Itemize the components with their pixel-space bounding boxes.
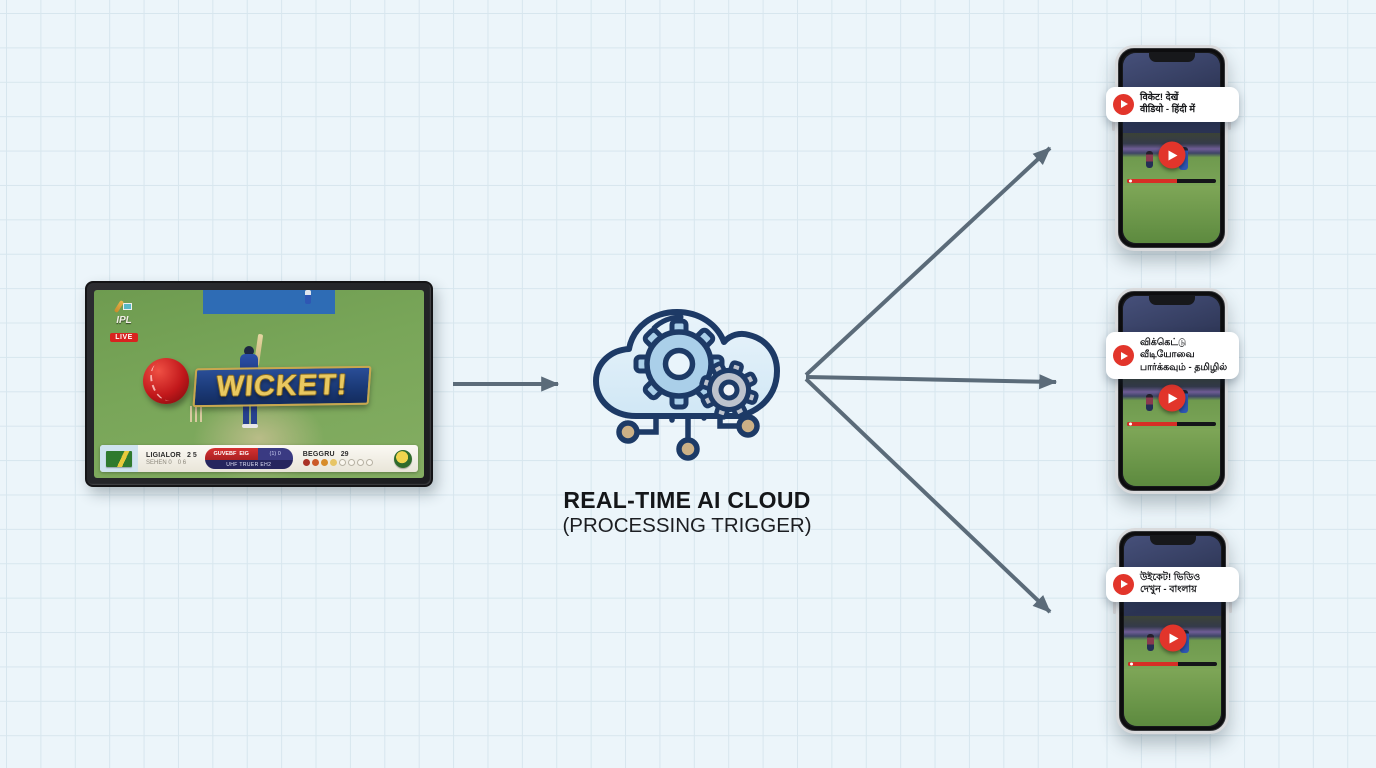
phone-screen-bottom (1123, 429, 1220, 486)
pill-red-right: EIG (239, 451, 249, 457)
video-play-icon (1159, 624, 1187, 652)
play-icon (1113, 573, 1134, 595)
notification-text: विकेट! देखें वीडियो - हिंदी में (1140, 92, 1196, 116)
match-status-pill: GUVEBF EIG (1) 0 UHF TRUER EH2 (204, 448, 293, 469)
player-figure (1146, 151, 1154, 169)
team1-score: 2 5 (187, 451, 197, 459)
pill-aux: (1) 0 (257, 448, 293, 460)
cricket-ball-graphic (143, 358, 189, 404)
processor-title: REAL-TIME AI CLOUD (563, 487, 811, 513)
processor-subtitle: (PROCESSING TRIGGER) (562, 514, 812, 537)
phone-screen (1124, 536, 1221, 726)
batsman-shoes (242, 424, 258, 428)
ai-cloud-icon (593, 309, 780, 461)
tv-screen: IPL LIVE WICKET! LI (94, 290, 424, 478)
notification-hindi: विकेट! देखें वीडियो - हिंदी में (1106, 87, 1239, 122)
video-play-icon (1158, 141, 1186, 169)
arrow-cloud-to-phone-2 (805, 374, 1058, 390)
live-badge: LIVE (110, 333, 138, 342)
team2-name: BEGGRU (302, 451, 335, 458)
circuit-nodes (616, 414, 760, 461)
broadcast-logo: IPL LIVE (103, 298, 145, 344)
stumps (190, 406, 202, 422)
pill-bottom: UHF TRUER EH2 (204, 460, 293, 469)
phone-screen (1123, 296, 1220, 486)
score-ticker: LIGIALOR 2 5 SEHEN 0 0 6 GUVEBF EIG (100, 445, 418, 472)
phone-screen (1123, 53, 1220, 243)
notification-tamil: விக்கெட்டு வீடியோவை பார்க்கவும் - தமிழில… (1106, 332, 1239, 380)
team1-name: LIGIALOR (146, 451, 182, 459)
team1-sub: SEHEN 0 (146, 459, 172, 466)
gear-large-icon (633, 318, 725, 410)
team1-sub-score: 0 6 (177, 459, 187, 466)
player-figure (1146, 394, 1154, 412)
team1-flag (106, 450, 132, 467)
notification-bengali: উইকেট! ভিডিও দেখুন - বাংলায় (1106, 567, 1239, 602)
logo-emblem (122, 303, 132, 311)
phone-notch (1148, 53, 1195, 62)
notification-text: উইকেট! ভিডিও দেখুন - বাংলায় (1140, 572, 1201, 596)
phone-bengali (1113, 528, 1232, 734)
video-thumbnail (1123, 133, 1220, 186)
notification-text: விக்கெட்டு வீடியோவை பார்க்கவும் - தமிழில… (1140, 337, 1228, 373)
video-thumbnail (1124, 616, 1221, 669)
over-ball-indicators (302, 459, 373, 466)
play-icon (1113, 345, 1134, 367)
team2-block: BEGGRU 29 (302, 451, 373, 466)
pill-red-left: GUVEBF (213, 451, 237, 457)
phone-screen-bottom (1124, 669, 1221, 726)
team2-crest (394, 449, 412, 468)
video-progress-bar (1128, 662, 1217, 666)
phone-notch (1149, 536, 1196, 545)
video-progress-bar (1127, 422, 1216, 426)
wicket-banner-text: WICKET! (215, 369, 349, 403)
batsman-helmet (244, 346, 254, 356)
play-icon (1113, 93, 1134, 115)
batsman-legs (243, 404, 257, 426)
channel-logo-text: IPL (116, 315, 132, 326)
arrow-cloud-to-phone-1 (804, 146, 1052, 377)
team1-flag-box (100, 445, 138, 472)
team2-score: 29 (340, 451, 349, 458)
phone-hindi (1112, 45, 1231, 251)
video-play-icon (1158, 384, 1186, 412)
sight-screen (202, 290, 335, 315)
wicket-banner: WICKET! (192, 365, 372, 408)
team1-block: LIGIALOR 2 5 SEHEN 0 0 6 (146, 452, 197, 466)
source-tv: IPL LIVE WICKET! LI (85, 281, 433, 487)
video-thumbnail (1123, 376, 1220, 429)
fielder-figure (305, 290, 312, 304)
player-figure (1147, 634, 1155, 652)
phone-notch (1148, 296, 1195, 305)
video-progress-bar (1127, 179, 1216, 183)
phone-tamil (1112, 288, 1231, 494)
phone-screen-bottom (1123, 186, 1220, 243)
gear-small-icon (699, 360, 759, 420)
